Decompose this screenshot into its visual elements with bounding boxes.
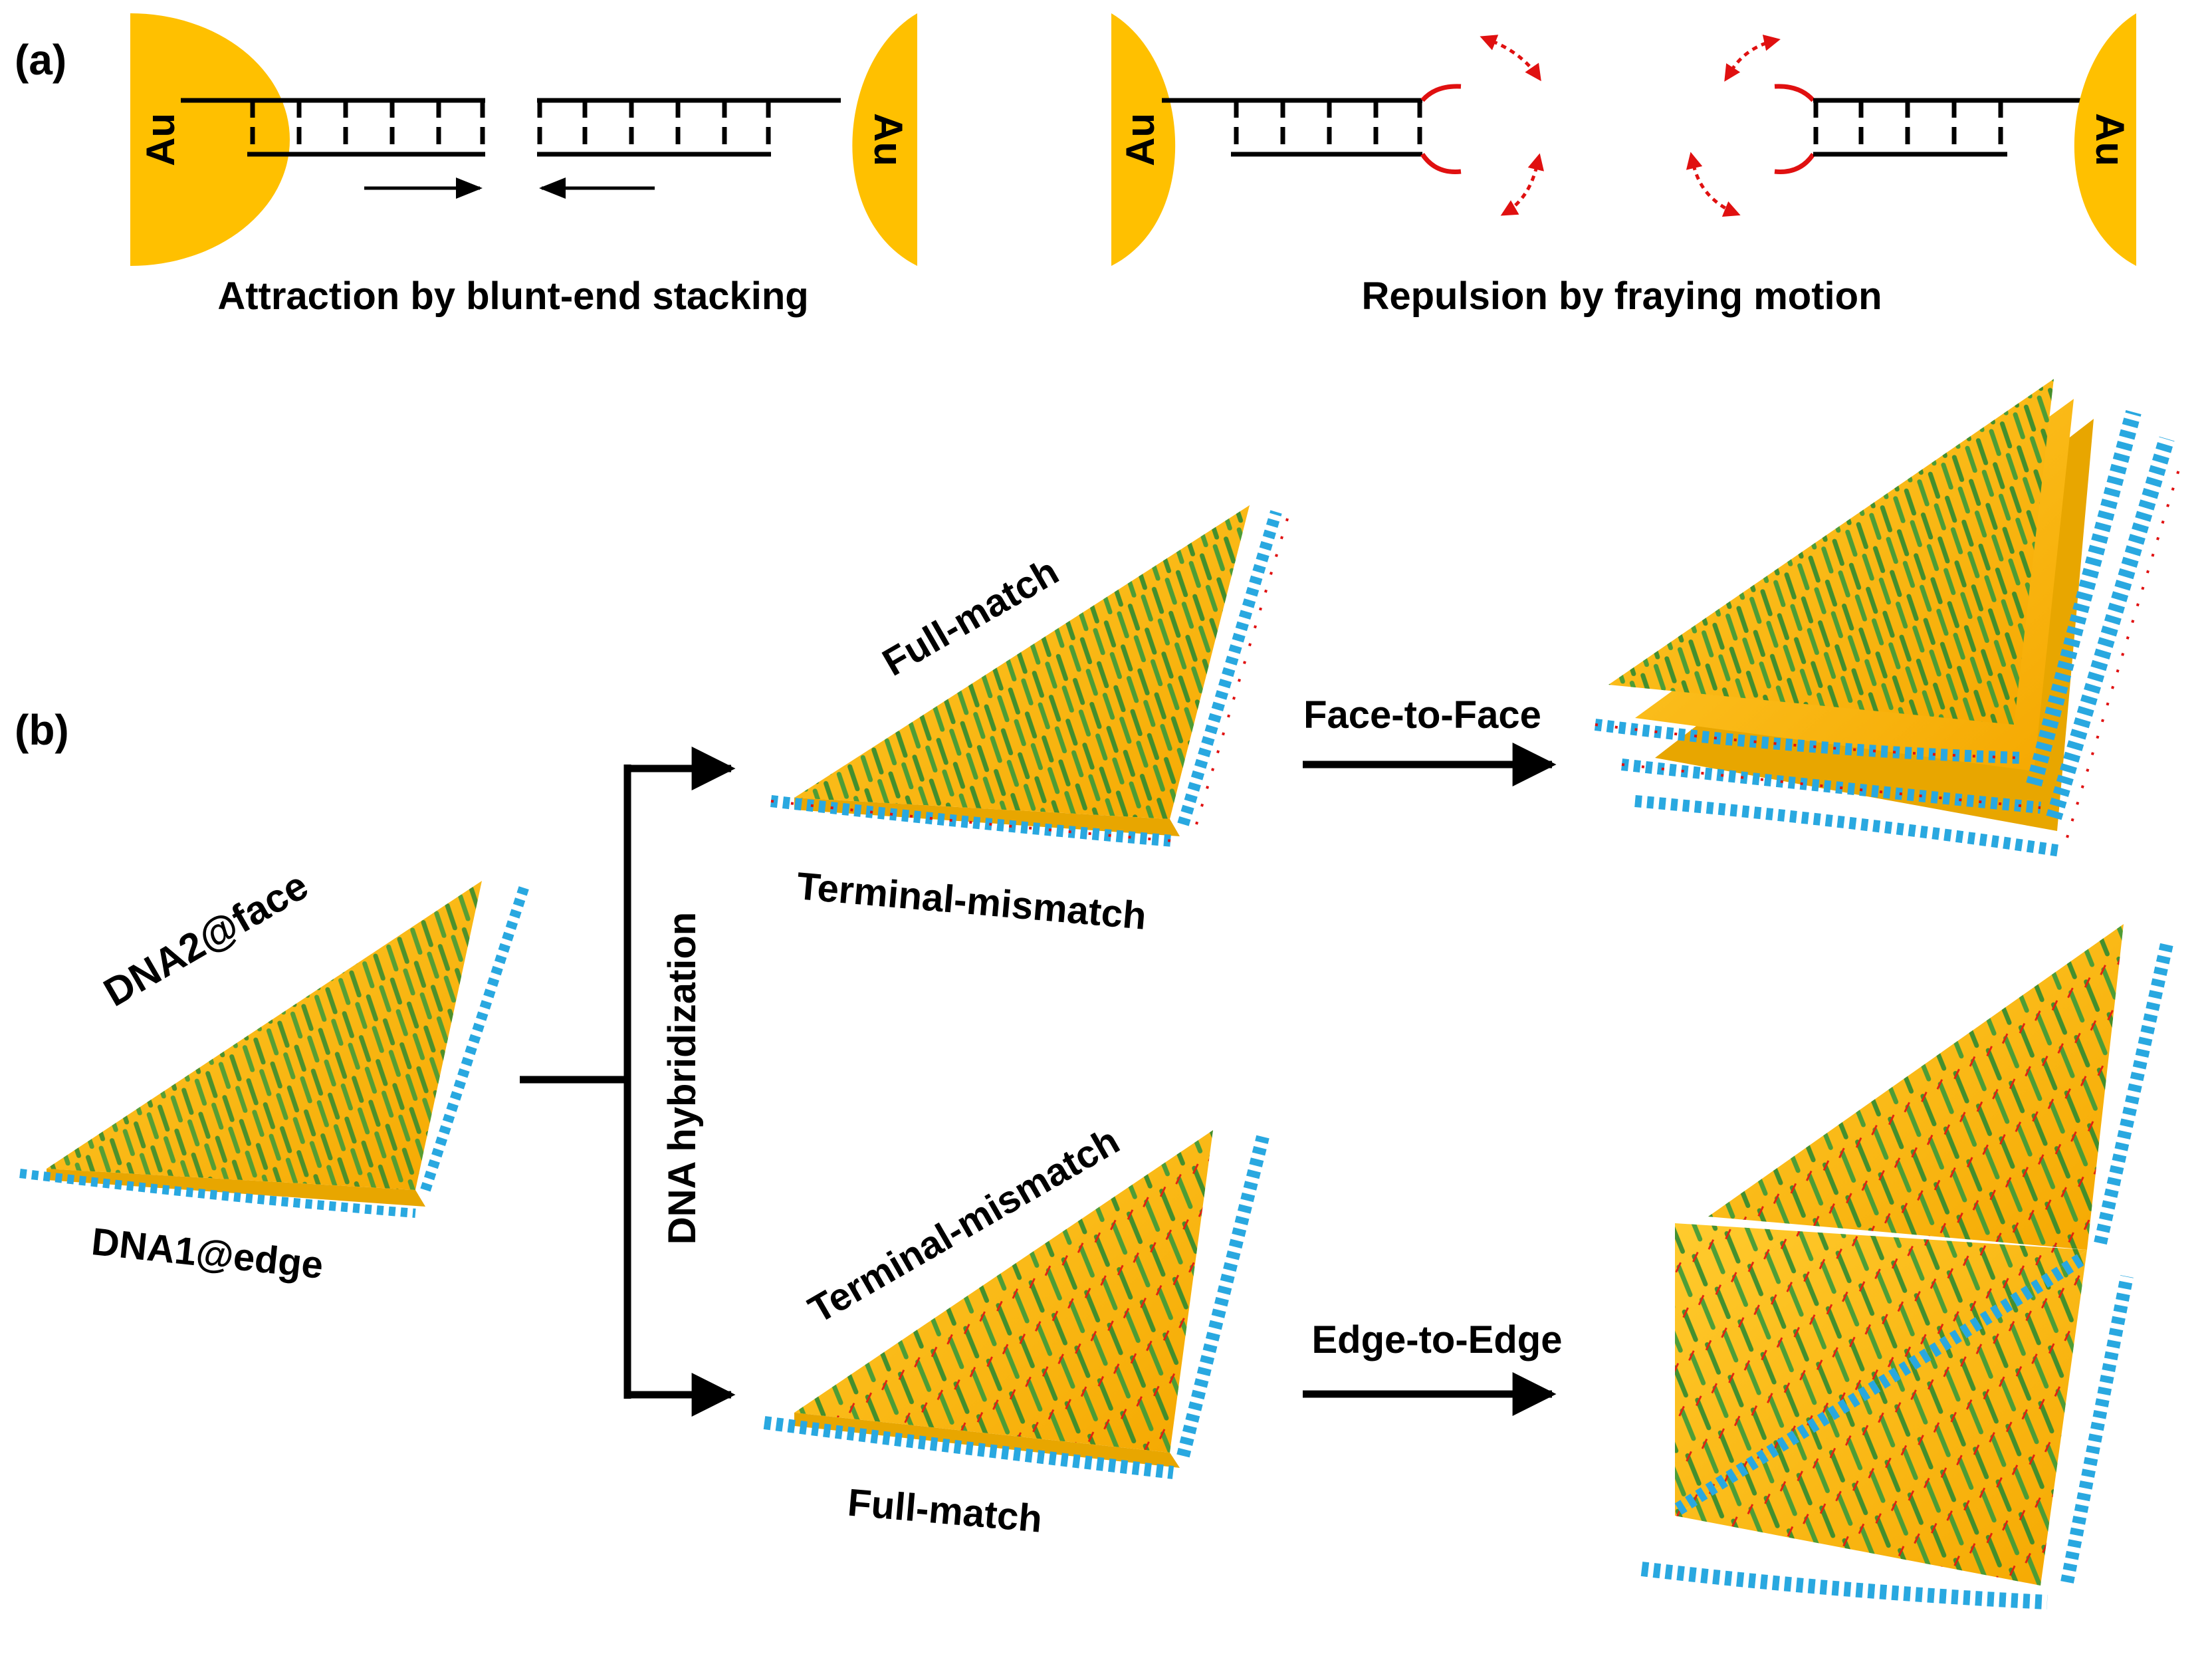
panel-a-label: (a)	[15, 36, 66, 84]
start-nanoplate	[19, 881, 530, 1218]
top-middle-nanoplate	[770, 505, 1291, 847]
bottom-edge-label: Full-match	[846, 1480, 1044, 1540]
panel-a: (a) Au	[15, 13, 2136, 318]
gold-cap-right-1	[852, 13, 917, 266]
hybridization-label: DNA hybridization	[661, 912, 704, 1245]
dna-duplex-left-2	[1162, 98, 1422, 157]
start-edge-label: DNA1@edge	[90, 1220, 326, 1287]
fraying-motion-arrows	[1480, 35, 1781, 217]
dna-duplex-right-1	[537, 98, 841, 157]
gold-cap-left-1	[130, 13, 193, 266]
attraction-diagram: Au	[130, 13, 917, 318]
caption-attraction: Attraction by blunt-end stacking	[217, 275, 808, 318]
panel-b: (b) DNA2@face DNA1@edge DNA hybridizatio…	[15, 379, 2181, 1609]
start-face-label: DNA2@face	[96, 863, 316, 1015]
arrow-bottom-label: Edge-to-Edge	[1312, 1318, 1563, 1361]
gold-cap-left-2	[1111, 13, 1176, 266]
repulsion-diagram: Au	[1111, 13, 2136, 318]
dna-duplex-right-2	[1813, 98, 2080, 157]
caption-repulsion: Repulsion by fraying motion	[1361, 275, 1882, 318]
top-edge-label: Terminal-mismatch	[795, 864, 1148, 938]
gold-cap-right-2	[2074, 13, 2136, 266]
frayed-ends-right	[1774, 84, 1815, 174]
panel-b-label: (b)	[15, 706, 69, 754]
au-label-3: Au	[1118, 113, 1162, 166]
bottom-middle-nanoplate	[763, 1130, 1270, 1479]
au-label-1: Au	[138, 113, 183, 166]
au-label-4: Au	[2088, 113, 2132, 166]
dna-duplex-left-1	[181, 98, 485, 157]
frayed-ends-left	[1420, 84, 1462, 174]
hybridization-branch	[520, 747, 736, 1417]
au-label-2: Au	[866, 113, 911, 166]
edge-to-edge-assembly	[1640, 924, 2173, 1609]
face-to-face-assembly	[1594, 379, 2181, 857]
arrow-top-label: Face-to-Face	[1303, 693, 1541, 737]
